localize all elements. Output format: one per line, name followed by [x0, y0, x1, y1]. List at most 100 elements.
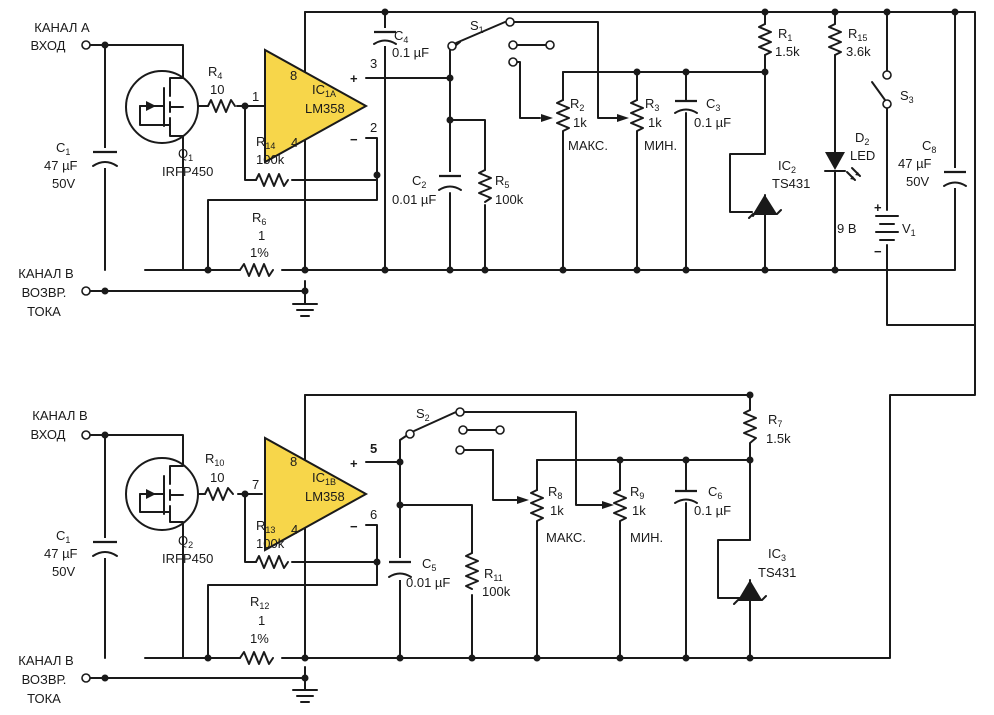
resistor-r7 [743, 409, 757, 449]
c6-designator: C6 [708, 484, 722, 501]
shunt-reference-ic3 [733, 580, 767, 605]
resistor-r4 [207, 99, 236, 113]
potentiometer-r8 [517, 489, 544, 531]
q1-designator: Q1 [178, 146, 193, 163]
r13-value: 100k [256, 536, 285, 551]
ic1a-part: LM358 [305, 101, 345, 116]
junction-dots [101, 8, 959, 682]
potentiometer-r3 [617, 99, 644, 141]
ic1a-pin-4: 4 [291, 135, 298, 150]
channel-a-return-label-1: КАНАЛ В [18, 266, 73, 281]
r12-designator: R12 [250, 594, 269, 611]
r5-value: 100k [495, 192, 524, 207]
resistor-r12 [239, 651, 274, 665]
r1-value: 1.5k [775, 44, 800, 59]
r11-value: 100k [482, 584, 511, 599]
switch-s1 [447, 17, 555, 67]
c1-bottom-designator: C1 [56, 528, 70, 545]
r1-designator: R1 [778, 26, 792, 43]
ic2-designator: IC2 [778, 158, 796, 175]
potentiometer-r2 [541, 99, 570, 141]
channel-a-input-terminal [81, 40, 91, 50]
d2-designator: D2 [855, 130, 869, 147]
channel-a-return-label-3: ТОКА [27, 304, 61, 319]
resistor-r1 [758, 23, 772, 56]
ground-symbol-top [292, 303, 318, 317]
q1-part: IRFP450 [162, 164, 213, 179]
r12-tolerance: 1% [250, 631, 269, 646]
ic1b-pin-minus-num: 6 [370, 507, 377, 522]
channel-b-input-terminal [81, 430, 91, 440]
shunt-reference-ic2 [748, 195, 782, 219]
c1-top-value: 47 µF [44, 158, 78, 173]
r2-designator: R2 [570, 96, 584, 113]
battery-v1 [874, 214, 900, 244]
channel-b-circuit [87, 324, 976, 691]
ic3-part: TS431 [758, 565, 796, 580]
ic1a-pin-plus-num: 3 [370, 56, 377, 71]
r4-designator: R4 [208, 64, 222, 81]
r2-label-max: МАКС. [568, 138, 608, 153]
ic1b-pin-8: 8 [290, 454, 297, 469]
r7-designator: R7 [768, 412, 782, 429]
r13-designator: R13 [256, 518, 275, 535]
switch-s3 [871, 70, 892, 109]
q2-part: IRFP450 [162, 551, 213, 566]
r6-value: 1 [258, 228, 265, 243]
c1-bottom-voltage: 50V [52, 564, 75, 579]
capacitor-c1-top [90, 148, 120, 168]
resistor-r10 [204, 487, 234, 501]
resistor-r14 [255, 173, 289, 187]
capacitor-c2 [437, 172, 465, 192]
resistor-r5 [478, 169, 492, 203]
r11-designator: R11 [484, 566, 503, 583]
c1-top-designator: C1 [56, 140, 70, 157]
mosfet-q1 [125, 70, 199, 144]
r8-designator: R8 [548, 484, 562, 501]
r14-designator: R14 [256, 134, 275, 151]
ic1a-pin-out: 1 [252, 89, 259, 104]
r7-value: 1.5k [766, 431, 791, 446]
ic1b-part: LM358 [305, 489, 345, 504]
r8-label-max: МАКС. [546, 530, 586, 545]
ic1b-minus-sign: − [350, 519, 358, 534]
ic1a-pin-minus-num: 2 [370, 120, 377, 135]
switch-s2 [405, 407, 505, 455]
resistor-r6 [239, 263, 274, 277]
r6-tolerance: 1% [250, 245, 269, 260]
r10-designator: R10 [205, 451, 224, 468]
ic1a-designator: IC1A [312, 82, 336, 99]
capacitor-c6 [674, 489, 698, 504]
resistor-r11 [465, 552, 479, 590]
channel-b-return-terminal [81, 673, 91, 683]
d2-label: LED [850, 148, 875, 163]
channel-b-return-label-1: КАНАЛ В [18, 653, 73, 668]
capacitor-c3 [674, 99, 698, 114]
potentiometer-r9 [602, 489, 627, 531]
mosfet-q2 [125, 457, 199, 531]
r8-value: 1k [550, 503, 564, 518]
c2-value: 0.01 µF [392, 192, 436, 207]
channel-a-circuit [87, 11, 976, 326]
led-d2 [824, 152, 861, 181]
capacitor-c4 [372, 28, 400, 46]
r3-designator: R3 [645, 96, 659, 113]
r14-value: 100k [256, 152, 285, 167]
ic3-designator: IC3 [768, 546, 786, 563]
r15-value: 3.6k [846, 44, 871, 59]
s3-designator: S3 [900, 88, 914, 105]
resistor-r15 [828, 23, 842, 56]
channel-b-input-label-2: ВХОД [31, 427, 66, 442]
c8-designator: C8 [922, 138, 936, 155]
capacitor-c8 [942, 168, 970, 188]
c1-top-voltage: 50V [52, 176, 75, 191]
c8-voltage: 50V [906, 174, 929, 189]
channel-b-return-label-2: ВОЗВР. [22, 672, 67, 687]
c4-value: 0.1 µF [392, 45, 429, 60]
capacitor-c5 [387, 558, 415, 580]
resistor-r13 [255, 555, 289, 569]
battery-plus-sign: + [874, 200, 882, 215]
r4-value: 10 [210, 82, 224, 97]
